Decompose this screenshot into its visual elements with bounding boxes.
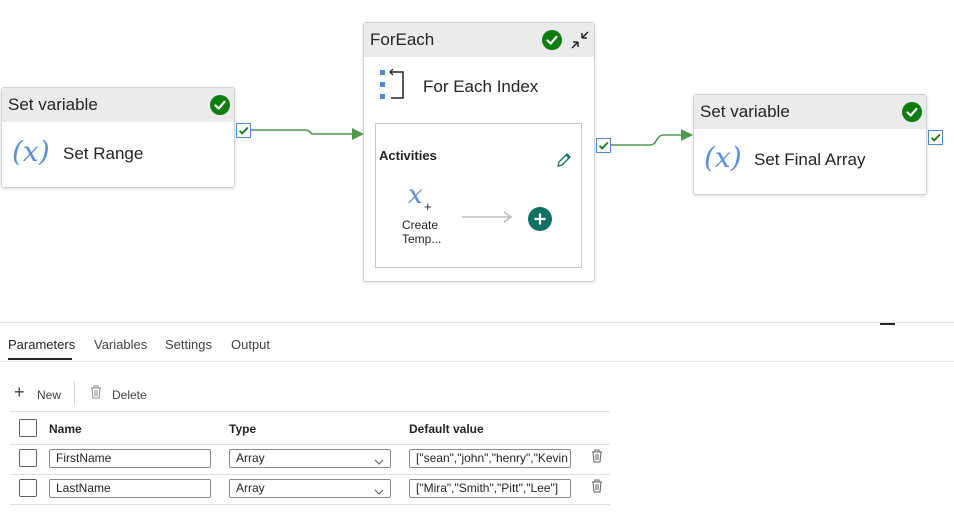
toolbar-divider <box>74 381 75 405</box>
variable-icon: (x) <box>704 141 742 174</box>
parameter-type-select[interactable]: Array <box>229 449 391 468</box>
column-header-name: Name <box>49 422 82 436</box>
delete-row-icon[interactable] <box>591 479 603 498</box>
success-output-port[interactable] <box>236 123 251 138</box>
trash-icon <box>90 385 102 404</box>
select-all-checkbox[interactable] <box>19 419 37 437</box>
chevron-down-icon <box>374 484 384 497</box>
parameter-name-input[interactable]: LastName <box>49 479 211 498</box>
inner-activity-name-line2: Temp... <box>402 232 442 246</box>
success-output-port[interactable] <box>596 138 611 153</box>
activity-type-label: Set variable <box>700 102 790 121</box>
type-select-value: Array <box>236 481 265 495</box>
activity-type-label: Set variable <box>8 95 98 114</box>
activity-set-final-array[interactable]: Set variable (x) Set Final Array <box>693 94 927 195</box>
foreach-icon <box>380 68 406 101</box>
activities-label: Activities <box>379 148 437 163</box>
active-tab-indicator <box>8 358 72 360</box>
activity-name: Set Range <box>63 144 144 163</box>
activity-header: Set variable <box>2 88 234 122</box>
activity-name: For Each Index <box>423 77 539 96</box>
plus-small-icon: + <box>424 199 432 214</box>
table-row: LastName Array ["Mira","Smith","Pitt","L… <box>10 474 610 505</box>
row-checkbox[interactable] <box>19 449 37 467</box>
column-header-default-value: Default value <box>409 422 484 436</box>
default-value-input[interactable]: ["sean","john","henry","Kevin <box>409 449 571 468</box>
plus-icon: + <box>14 382 25 402</box>
tab-output[interactable]: Output <box>231 337 271 352</box>
parameter-name-input[interactable]: FirstName <box>49 449 211 468</box>
activity-header: ForEach <box>364 23 594 57</box>
panel-resize-handle[interactable] <box>880 323 895 325</box>
activity-set-range[interactable]: Set variable (x) Set Range <box>1 87 235 188</box>
activity-type-label: ForEach <box>370 30 435 49</box>
activity-name: Set Final Array <box>754 150 866 169</box>
table-row: FirstName Array ["sean","john","henry","… <box>10 444 610 475</box>
inner-arrow-icon <box>462 210 514 223</box>
chevron-down-icon <box>374 454 384 467</box>
success-check-icon <box>210 95 230 115</box>
success-check-icon <box>542 30 562 50</box>
delete-row-icon[interactable] <box>591 449 603 468</box>
default-value-input[interactable]: ["Mira","Smith","Pitt","Lee"] <box>409 479 571 498</box>
tab-settings[interactable]: Settings <box>165 337 212 352</box>
success-output-port[interactable] <box>928 130 943 145</box>
variable-icon: (x) <box>12 135 50 168</box>
connector-lines <box>251 128 693 146</box>
add-activity-button[interactable] <box>528 207 552 231</box>
delete-button-label: Delete <box>112 388 147 402</box>
parameters-table-header: Name Type Default value <box>10 411 610 445</box>
inner-activity-name-line1: Create <box>402 218 439 232</box>
success-check-icon <box>902 102 922 122</box>
activity-foreach[interactable]: ForEach For Each Index Activities <box>363 22 595 282</box>
properties-tab-bar: Parameters Variables Settings Output <box>0 322 954 362</box>
delete-parameter-button[interactable]: Delete <box>90 385 150 403</box>
inner-activity-create-temp[interactable]: x + Create Temp... <box>394 180 446 250</box>
new-button-label: New <box>37 388 62 402</box>
pipeline-canvas[interactable]: Set variable (x) Set Range ForEach <box>0 0 954 322</box>
variable-icon: x <box>408 180 423 210</box>
edit-pencil-icon[interactable] <box>556 152 572 168</box>
activity-header: Set variable <box>694 95 926 129</box>
column-header-type: Type <box>229 422 257 436</box>
tab-variables[interactable]: Variables <box>94 337 148 352</box>
type-select-value: Array <box>236 451 265 465</box>
row-checkbox[interactable] <box>19 479 37 497</box>
inner-activities-panel[interactable]: Activities x + Create Temp... <box>375 123 582 268</box>
new-parameter-button[interactable]: + New <box>14 382 64 403</box>
collapse-icon[interactable] <box>569 29 591 51</box>
tab-parameters[interactable]: Parameters <box>8 337 76 352</box>
parameter-type-select[interactable]: Array <box>229 479 391 498</box>
